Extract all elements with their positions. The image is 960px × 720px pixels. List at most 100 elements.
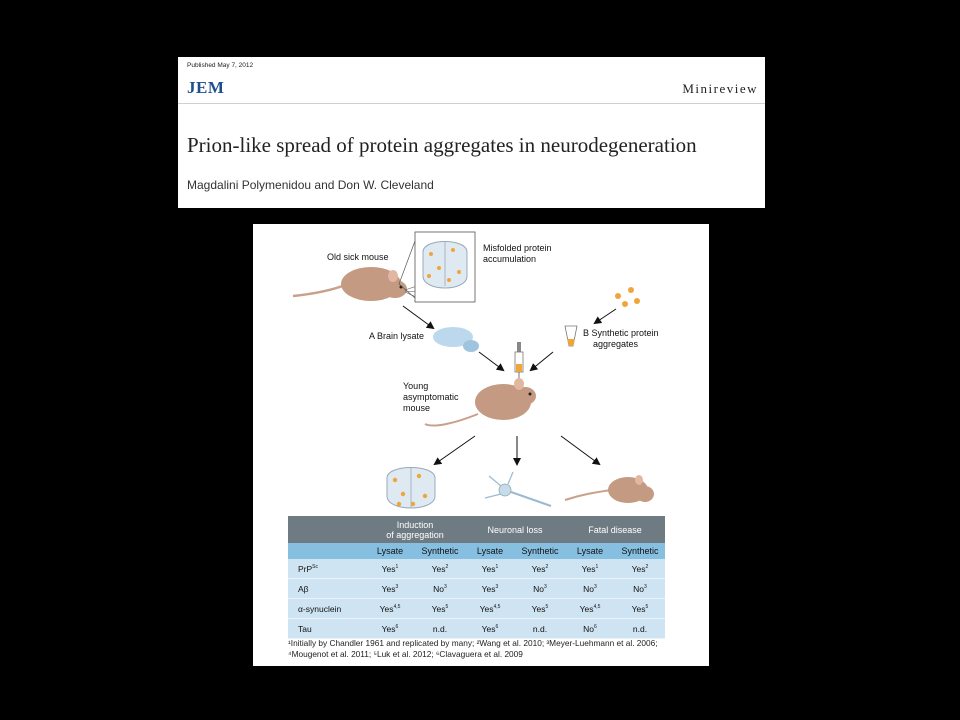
table-cell: Yes1 <box>365 564 415 574</box>
synthetic-label-1: B Synthetic protein <box>583 328 659 338</box>
table-cell: Yes1 <box>465 564 515 574</box>
table-cell: Yes4,5 <box>465 604 515 614</box>
table-cell: No6 <box>565 624 615 634</box>
table-cell: No3 <box>415 584 465 594</box>
table-footnote: ¹Initially by Chandler 1961 and replicat… <box>288 638 658 659</box>
cell-ref: 4,5 <box>493 603 501 610</box>
syringe-icon <box>514 342 524 380</box>
cell-ref: 1 <box>595 563 599 570</box>
cell-ref: 3 <box>395 583 399 590</box>
group-header-line1: Induction <box>396 519 434 530</box>
table-cell: n.d. <box>615 624 665 634</box>
table-cell: Yes2 <box>515 564 565 574</box>
cell-value: No <box>533 583 545 594</box>
row-label-sup: Sc <box>312 563 319 570</box>
cell-ref: 5 <box>645 603 649 610</box>
subheader-cell: Synthetic <box>621 546 659 556</box>
row-label: PrPSc <box>288 564 365 574</box>
cell-ref: 3 <box>594 583 597 590</box>
cell-value: n.d. <box>532 623 548 634</box>
figure-illustration: Old sick mouse Misfolded protein accumul… <box>292 231 659 509</box>
cell-ref: 3 <box>444 583 447 590</box>
cell-value: Yes <box>531 563 546 574</box>
table-cell: No3 <box>565 584 615 594</box>
cell-ref: 4,5 <box>393 603 401 610</box>
table-cell: Yes5 <box>415 604 465 614</box>
young-mouse-label-3: mouse <box>403 403 430 413</box>
cell-ref: 3 <box>644 583 647 590</box>
table-cell: Yes5 <box>515 604 565 614</box>
section-label: Minireview <box>682 81 758 96</box>
group-header-line2: of aggregation <box>386 529 444 540</box>
table-cell: Yes1 <box>565 564 615 574</box>
row-label-text: PrP <box>298 563 313 574</box>
table-cell: n.d. <box>415 624 465 634</box>
cell-ref: 6 <box>395 623 399 630</box>
cell-value: No <box>633 583 645 594</box>
cell-ref: 5 <box>545 603 549 610</box>
old-mouse-label: Old sick mouse <box>327 252 389 262</box>
brain-section-icon <box>422 241 468 289</box>
table-cell: Yes4,5 <box>565 604 615 614</box>
paper-header: Published May 7, 2012 JEM Minireview Pri… <box>178 57 765 208</box>
cell-ref: 2 <box>445 563 449 570</box>
cell-value: Yes <box>581 563 596 574</box>
cell-ref: 1 <box>395 563 399 570</box>
table-cell: n.d. <box>515 624 565 634</box>
cell-ref: 3 <box>544 583 547 590</box>
subheader-cell: Lysate <box>376 546 404 556</box>
row-label: Tau <box>288 624 365 634</box>
young-mouse-icon <box>424 378 536 427</box>
brain-lysate-label: A Brain lysate <box>369 331 424 341</box>
cell-value: Yes <box>431 603 446 614</box>
table-cell: Yes6 <box>365 624 415 634</box>
cell-value: Yes <box>631 563 646 574</box>
brain-lysate-icon <box>433 327 479 352</box>
cell-ref: 4,5 <box>593 603 601 610</box>
cell-ref: 6 <box>495 623 499 630</box>
cell-ref: 1 <box>495 563 499 570</box>
row-label: α-synuclein <box>288 604 365 614</box>
cell-value: No <box>433 583 445 594</box>
header-divider <box>178 103 765 104</box>
cell-value: Yes <box>379 603 394 614</box>
cell-ref: 3 <box>495 583 499 590</box>
table-cell: No3 <box>615 584 665 594</box>
cell-value: Yes <box>481 583 496 594</box>
subheader-cell: Synthetic <box>521 546 559 556</box>
cell-value: Yes <box>381 563 396 574</box>
misfolded-label-2: accumulation <box>483 254 536 264</box>
cell-ref: 2 <box>545 563 549 570</box>
dead-mouse-icon <box>564 475 654 503</box>
cell-ref: 2 <box>645 563 649 570</box>
synthetic-label-2: aggregates <box>593 339 639 349</box>
cell-value: Yes <box>481 563 496 574</box>
cell-value: No <box>583 623 595 634</box>
misfolded-label-1: Misfolded protein <box>483 243 552 253</box>
published-date: Published May 7, 2012 <box>187 62 254 69</box>
cell-ref: 5 <box>445 603 449 610</box>
cell-value: No <box>583 583 595 594</box>
group-header-line2: Fatal disease <box>588 524 642 535</box>
aggregation-brain-icon <box>386 467 436 509</box>
table-cell: Yes3 <box>365 584 415 594</box>
young-mouse-label-2: asymptomatic <box>403 392 459 402</box>
cell-value: Yes <box>381 623 396 634</box>
row-label-text: Tau <box>298 623 312 634</box>
cell-value: Yes <box>579 603 594 614</box>
row-label: Aβ <box>288 584 365 594</box>
cell-value: Yes <box>481 623 496 634</box>
table-subheader: Lysate Synthetic Lysate Synthetic Lysate… <box>288 543 665 559</box>
table-cell: Yes4,5 <box>365 604 415 614</box>
row-label-text: Aβ <box>298 583 309 594</box>
subheader-cell: Lysate <box>476 546 504 556</box>
table-cell: Yes2 <box>615 564 665 574</box>
cell-value: Yes <box>479 603 494 614</box>
